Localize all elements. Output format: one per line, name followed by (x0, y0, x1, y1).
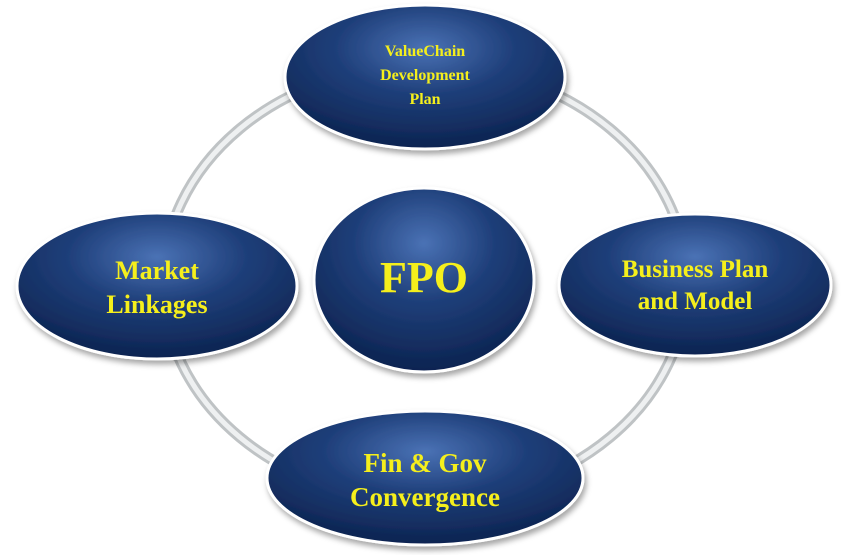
node-market-linkages-shape (15, 211, 299, 361)
node-business-plan-shape (557, 212, 833, 358)
node-fin-gov-shape (265, 409, 585, 547)
node-value-chain-shape (283, 3, 567, 151)
center-node-shape (312, 186, 536, 374)
